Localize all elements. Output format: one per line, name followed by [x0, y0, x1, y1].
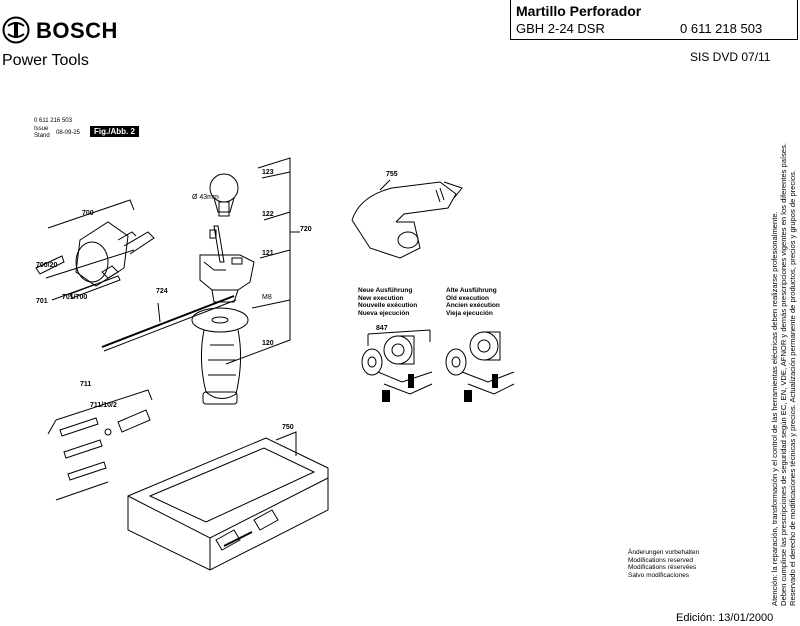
part-847-drawing — [361, 329, 515, 395]
new-execution-block: Neue Ausführung New execution Nouvelle e… — [358, 287, 417, 317]
new-execution-fr: Nouvelle exécution — [358, 302, 418, 309]
label-750: 750 — [282, 424, 294, 431]
label-711-10-2: 711/10/2 — [90, 402, 117, 409]
brand-name: BOSCH — [36, 18, 118, 43]
meta-part-number: 0 611 216 503 — [34, 118, 72, 124]
label-701-700: 701/700 — [62, 294, 88, 301]
part-750-drawing — [127, 431, 329, 571]
label-122: 122 — [262, 211, 274, 218]
meta-issue-label: Issue — [34, 126, 49, 132]
part-755-drawing — [351, 179, 463, 259]
note-es: Salvo modificaciones — [628, 571, 690, 579]
label-711: 711 — [80, 381, 92, 388]
side-text-1: Atención: la reparación, transformación … — [770, 211, 779, 606]
part-700-drawing — [45, 199, 155, 287]
old-execution-fr: Ancien exécution — [446, 302, 500, 309]
label-700: 700 — [82, 210, 94, 217]
part-121-drawing — [199, 254, 255, 303]
old-execution-de: Alte Ausführung — [446, 287, 497, 294]
note-fr: Modifications réservées — [628, 564, 697, 571]
sis-version: SIS DVD 07/11 — [690, 50, 771, 64]
note-de: Änderungen vorbehalten — [628, 549, 700, 556]
meta-stand-label: Stand — [34, 133, 50, 139]
label-700-20: 700/20 — [36, 262, 58, 269]
title-box — [510, 0, 798, 40]
old-execution-block: Alte Ausführung Old execution Ancien exé… — [446, 287, 500, 317]
side-disclaimer: Atención: la reparación, transformación … — [770, 86, 797, 606]
new-execution-de: Neue Ausführung — [358, 287, 413, 294]
old-execution-en: Old execution — [446, 294, 489, 302]
figure-label: Fig./Abb. 2 — [90, 126, 139, 137]
new-execution-en: New execution — [358, 294, 404, 302]
label-diameter: Ø 43mm — [192, 194, 219, 201]
old-execution-es: Vieja ejecución — [446, 309, 493, 317]
part-711-drawing — [47, 389, 153, 501]
side-text-3: Reservado el derecho de modificaciones t… — [788, 169, 797, 606]
note-en: Modifications reserved — [628, 556, 694, 564]
label-120: 120 — [262, 340, 274, 347]
document-title: Martillo Perforador — [516, 3, 642, 19]
label-m8: M8 — [262, 294, 272, 301]
label-755: 755 — [386, 171, 398, 178]
part-123-drawing — [209, 173, 239, 217]
meta-issue-date: 08-09-25 — [56, 130, 81, 136]
label-701: 701 — [36, 298, 48, 305]
model-name: GBH 2-24 DSR — [516, 21, 605, 36]
edition-date: Edición: 13/01/2000 — [676, 612, 774, 624]
label-847: 847 — [376, 325, 388, 332]
part-122-drawing — [209, 225, 225, 263]
part-120-drawing — [191, 307, 249, 405]
bosch-logo-icon — [2, 16, 30, 44]
new-execution-es: Nueva ejecución — [358, 309, 410, 317]
label-121: 121 — [262, 250, 274, 257]
brand-subtitle: Power Tools — [2, 52, 89, 69]
side-text-2: Deben cumplirse las prescripciones de se… — [779, 142, 788, 606]
part-number: 0 611 218 503 — [680, 21, 763, 36]
label-724: 724 — [156, 288, 168, 295]
modification-notes: Änderungen vorbehalten Modifications res… — [628, 549, 699, 579]
label-123: 123 — [262, 169, 274, 176]
label-720: 720 — [300, 226, 312, 233]
